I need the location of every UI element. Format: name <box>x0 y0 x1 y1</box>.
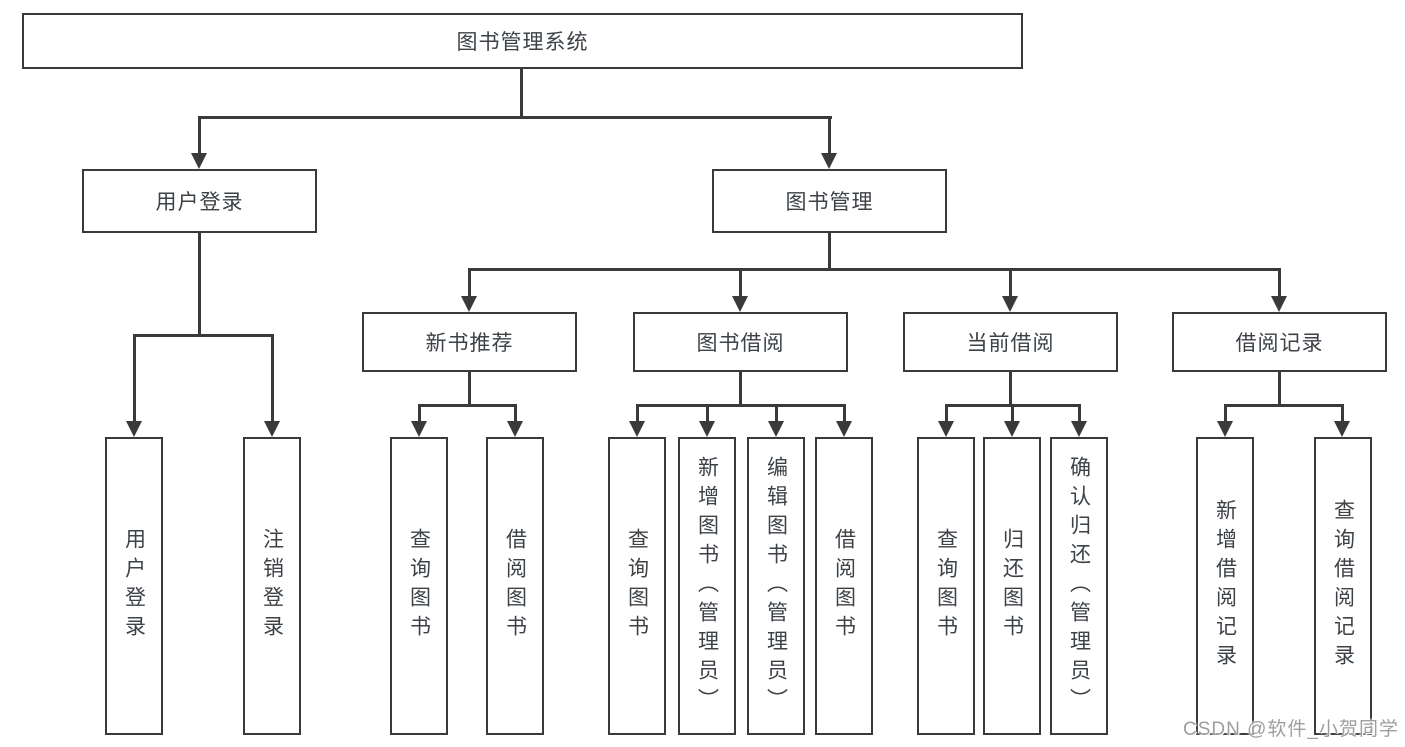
node-leaf-add-borrow-record: 新增借阅记录 <box>1196 437 1254 735</box>
node-leaf-query-books-1: 查询图书 <box>390 437 448 735</box>
connector <box>1078 404 1081 424</box>
connector <box>198 116 832 119</box>
connector <box>198 116 201 156</box>
node-new-book-recommendation-label: 新书推荐 <box>425 332 514 355</box>
node-leaf-query-books-1-label: 查询图书 <box>407 528 431 644</box>
arrowhead-icon <box>1071 421 1087 437</box>
connector <box>514 404 517 424</box>
node-leaf-user-login-label: 用户登录 <box>122 528 146 644</box>
arrowhead-icon <box>191 153 207 169</box>
node-user-login-label: 用户登录 <box>155 191 244 214</box>
node-leaf-query-books-3: 查询图书 <box>917 437 975 735</box>
node-leaf-query-books-2-label: 查询图书 <box>625 528 649 644</box>
node-book-management-label: 图书管理 <box>785 191 874 214</box>
connector <box>1278 268 1281 298</box>
node-leaf-borrow-books-1: 借阅图书 <box>486 437 544 735</box>
arrowhead-icon <box>264 421 280 437</box>
connector <box>1224 404 1227 424</box>
arrowhead-icon <box>821 153 837 169</box>
node-leaf-query-borrow-record: 查询借阅记录 <box>1314 437 1372 735</box>
node-leaf-add-book-admin: 新增图书（管理员） <box>678 437 736 735</box>
node-book-borrowing-label: 图书借阅 <box>696 332 785 355</box>
connector <box>1224 404 1344 407</box>
arrowhead-icon <box>629 421 645 437</box>
connector <box>198 233 201 336</box>
node-book-management: 图书管理 <box>712 169 947 233</box>
connector <box>133 334 274 337</box>
arrowhead-icon <box>938 421 954 437</box>
connector <box>468 372 471 406</box>
connector <box>271 334 274 422</box>
node-current-borrowing-label: 当前借阅 <box>966 332 1055 355</box>
node-book-borrowing: 图书借阅 <box>633 312 848 372</box>
connector <box>739 268 742 298</box>
arrowhead-icon <box>1217 421 1233 437</box>
watermark: CSDN @软件_小贺同学 <box>1183 719 1399 740</box>
connector <box>843 404 846 424</box>
node-current-borrowing: 当前借阅 <box>903 312 1118 372</box>
connector <box>520 68 523 118</box>
arrowhead-icon <box>507 421 523 437</box>
arrowhead-icon <box>836 421 852 437</box>
node-leaf-borrow-books-2-label: 借阅图书 <box>832 528 856 644</box>
connector <box>828 116 831 156</box>
node-leaf-add-book-admin-label: 新增图书（管理员） <box>695 455 719 717</box>
connector <box>945 404 948 424</box>
node-leaf-return-books: 归还图书 <box>983 437 1041 735</box>
connector <box>418 404 421 424</box>
node-leaf-user-login: 用户登录 <box>105 437 163 735</box>
node-user-login: 用户登录 <box>82 169 317 233</box>
arrowhead-icon <box>411 421 427 437</box>
connector <box>468 268 471 298</box>
arrowhead-icon <box>1004 421 1020 437</box>
node-borrowing-records-label: 借阅记录 <box>1235 332 1324 355</box>
node-leaf-edit-book-admin-label: 编辑图书（管理员） <box>764 455 788 717</box>
connector <box>1009 268 1012 298</box>
node-leaf-borrow-books-2: 借阅图书 <box>815 437 873 735</box>
node-leaf-logout: 注销登录 <box>243 437 301 735</box>
node-leaf-edit-book-admin: 编辑图书（管理员） <box>747 437 805 735</box>
connector <box>828 233 831 271</box>
node-borrowing-records: 借阅记录 <box>1172 312 1387 372</box>
connector <box>636 404 846 407</box>
node-leaf-confirm-return-admin: 确认归还（管理员） <box>1050 437 1108 735</box>
arrowhead-icon <box>1334 421 1350 437</box>
arrowhead-icon <box>1002 296 1018 312</box>
connector <box>636 404 639 424</box>
connector <box>418 404 517 407</box>
node-leaf-query-borrow-record-label: 查询借阅记录 <box>1331 499 1355 673</box>
node-leaf-borrow-books-1-label: 借阅图书 <box>503 528 527 644</box>
node-leaf-logout-label: 注销登录 <box>260 528 284 644</box>
arrowhead-icon <box>461 296 477 312</box>
connector <box>468 268 1281 271</box>
connector <box>706 404 709 424</box>
arrowhead-icon <box>699 421 715 437</box>
connector <box>133 334 136 422</box>
arrowhead-icon <box>1271 296 1287 312</box>
connector <box>1011 404 1014 424</box>
node-root-label: 图书管理系统 <box>456 31 589 54</box>
arrowhead-icon <box>768 421 784 437</box>
node-new-book-recommendation: 新书推荐 <box>362 312 577 372</box>
arrowhead-icon <box>126 421 142 437</box>
connector <box>1009 372 1012 406</box>
node-leaf-add-borrow-record-label: 新增借阅记录 <box>1213 499 1237 673</box>
connector <box>775 404 778 424</box>
node-leaf-query-books-3-label: 查询图书 <box>934 528 958 644</box>
connector <box>1341 404 1344 424</box>
node-leaf-query-books-2: 查询图书 <box>608 437 666 735</box>
connector <box>1278 372 1281 406</box>
node-leaf-confirm-return-admin-label: 确认归还（管理员） <box>1067 455 1091 717</box>
node-leaf-return-books-label: 归还图书 <box>1000 528 1024 644</box>
node-root: 图书管理系统 <box>22 13 1023 69</box>
connector <box>739 372 742 406</box>
arrowhead-icon <box>732 296 748 312</box>
